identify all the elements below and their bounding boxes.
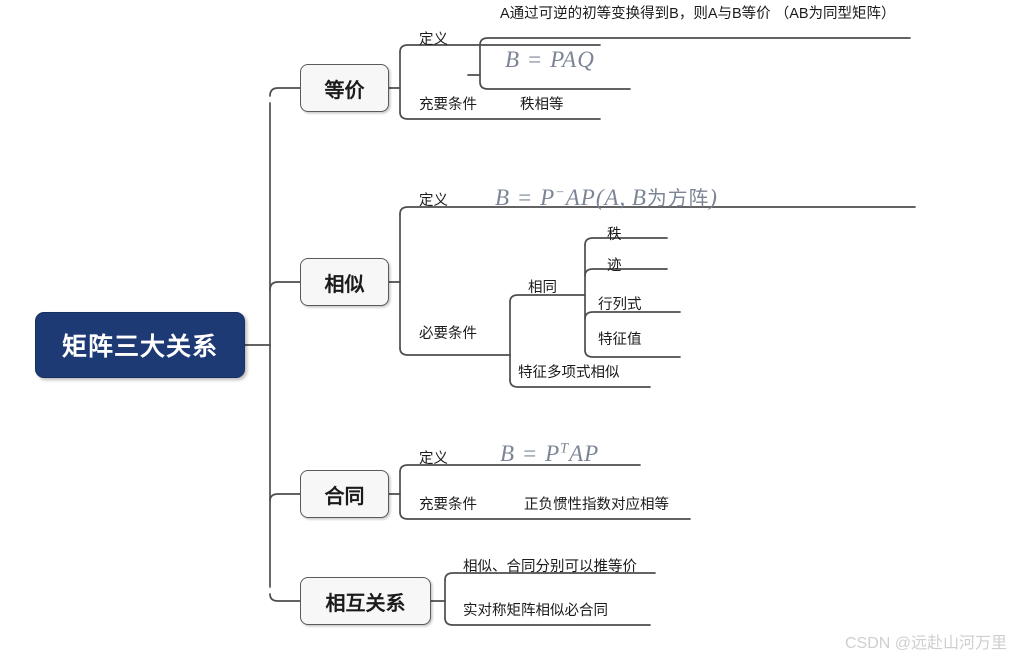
branch-node-congruent[interactable]: 合同	[300, 470, 389, 518]
formula-congruent[interactable]: B = PTAP	[500, 440, 600, 466]
wire-leaf-rank-underline	[584, 237, 668, 246]
label-mutual-item-2[interactable]: 实对称矩阵相似必合同	[463, 603, 608, 619]
label-similar-same-determinant[interactable]: 行列式	[598, 297, 642, 313]
branch-node-equivalence[interactable]: 等价	[300, 64, 389, 112]
wire-trunk-to-congruent	[269, 493, 301, 502]
label-mutual-item-1[interactable]: 相似、合同分别可以推等价	[463, 559, 637, 575]
wire-sim-nec-underline	[399, 347, 511, 356]
label-similar-same-rank[interactable]: 秩	[607, 227, 622, 243]
wire-trunk-to-similar	[269, 281, 301, 291]
label-congruent-definition[interactable]: 定义	[419, 451, 448, 467]
label-equivalence-iff[interactable]: 充要条件	[419, 97, 477, 113]
label-similar-definition[interactable]: 定义	[419, 193, 448, 209]
label-similar-same-eigenvalue[interactable]: 特征值	[598, 332, 642, 348]
wire-leaf-eigen-underline	[584, 349, 681, 358]
label-congruent-iff[interactable]: 充要条件	[419, 497, 477, 513]
wire-trunk-to-mutual	[269, 593, 301, 602]
label-similar-same-trace[interactable]: 迹	[607, 258, 622, 274]
note-equivalence-definition[interactable]: A通过可逆的初等变换得到B，则A与B等价 （AB为同型矩阵）	[500, 6, 896, 22]
label-similar-same[interactable]: 相同	[528, 280, 557, 296]
formula-equivalence[interactable]: B = PAQ	[505, 47, 595, 72]
branch-node-mutual[interactable]: 相互关系	[300, 577, 431, 625]
wire-leaf-trace-underline	[584, 268, 668, 277]
root-node[interactable]: 矩阵三大关系	[35, 312, 245, 378]
formula-similar[interactable]: B = P−AP(A, B为方阵)	[495, 184, 718, 210]
branch-node-similar[interactable]: 相似	[300, 258, 389, 306]
wire-trunk-to-equivalence	[269, 87, 301, 97]
note-equivalence-iff[interactable]: 秩相等	[520, 97, 564, 113]
label-equivalence-definition[interactable]: 定义	[419, 32, 448, 48]
note-congruent-iff[interactable]: 正负惯性指数对应相等	[524, 497, 669, 513]
wire-eq-note-underline	[479, 37, 911, 46]
label-similar-charpoly[interactable]: 特征多项式相似	[518, 365, 620, 381]
label-similar-necessary[interactable]: 必要条件	[419, 326, 477, 342]
watermark: CSDN @远赴山河万里	[844, 635, 1007, 652]
